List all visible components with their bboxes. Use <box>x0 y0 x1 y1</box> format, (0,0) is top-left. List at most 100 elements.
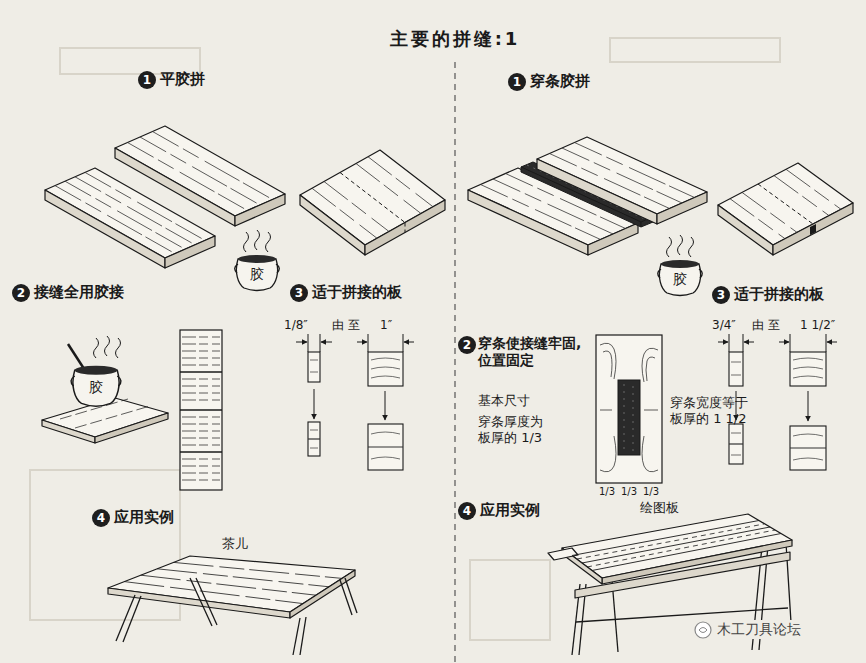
glue-pot: 胶 <box>232 250 282 292</box>
coffee-table <box>108 556 357 655</box>
spline-section <box>624 384 625 452</box>
glue-line <box>340 173 405 233</box>
glue-line <box>758 184 813 224</box>
coffee-table <box>108 556 355 612</box>
board <box>537 137 853 255</box>
spline-section <box>644 410 658 411</box>
glued-panel <box>182 473 220 474</box>
glued-panel <box>182 417 220 418</box>
pot-label: 胶 <box>89 379 103 396</box>
wood-grain <box>786 169 841 209</box>
dimension-lines <box>404 342 414 343</box>
board <box>115 148 235 226</box>
wood-grain <box>75 177 195 245</box>
drawing-board <box>592 534 781 571</box>
section-grain <box>729 443 743 444</box>
wood-grain <box>481 185 601 240</box>
section-grain <box>368 446 403 447</box>
spline-section <box>633 386 634 452</box>
wood-grain <box>562 148 682 203</box>
section-grain <box>731 433 741 434</box>
dimension-lines <box>779 342 789 343</box>
board <box>45 126 445 268</box>
board-section <box>308 352 320 382</box>
steam <box>266 232 271 252</box>
coffee-table <box>124 582 303 604</box>
dimension: 3/4″ <box>712 318 736 332</box>
steam <box>678 235 683 255</box>
board-section <box>308 422 320 456</box>
glued-panel <box>182 424 220 425</box>
wood-grain <box>140 137 260 205</box>
board-section <box>729 352 743 386</box>
section-grain <box>731 362 741 363</box>
steam <box>255 230 260 250</box>
glued-panel <box>180 451 222 452</box>
section-heading: 应用实例 <box>480 501 540 519</box>
board-section <box>790 352 826 386</box>
watermark-icon <box>695 622 711 638</box>
board <box>300 150 445 245</box>
coffee-table <box>196 578 217 625</box>
section-grain <box>371 432 400 459</box>
pot-body <box>659 264 700 296</box>
wood-grain <box>506 174 626 229</box>
board <box>45 190 165 268</box>
glued-panel <box>182 344 220 345</box>
part-name: 绘图板 <box>640 500 679 516</box>
section-heading: 应用实例 <box>114 508 174 526</box>
dimension-lines <box>808 391 809 421</box>
section-heading: 适于拼接的板 <box>734 285 824 303</box>
pot-label: 胶 <box>250 266 264 283</box>
steam <box>689 237 694 257</box>
small-board <box>95 413 168 443</box>
pot-rim <box>238 255 276 263</box>
glued-panel <box>182 459 220 460</box>
drawing-board <box>587 530 775 567</box>
board <box>537 159 657 224</box>
dimension-lines <box>321 342 332 343</box>
range-text: 由 至 <box>332 318 360 332</box>
dimension-lines <box>827 342 837 343</box>
dimension: 1/3 <box>618 486 640 498</box>
steam <box>667 237 672 257</box>
wood-grain <box>368 157 433 207</box>
glue-pot: 胶 <box>655 255 705 297</box>
wood-grain <box>481 143 842 240</box>
coffee-table <box>345 578 357 613</box>
callout-number: 3 <box>290 284 308 302</box>
wood-grain <box>550 154 670 209</box>
glued-panel <box>182 466 220 467</box>
glued-panel <box>182 379 220 380</box>
coffee-table <box>116 578 357 655</box>
callout-number: 1 <box>508 73 526 91</box>
spline-section <box>596 335 662 483</box>
diagram-title: 主要的拼缝:1 <box>330 28 580 50</box>
wood-grain <box>312 188 377 238</box>
coffee-table <box>141 575 316 595</box>
board-section <box>308 352 826 470</box>
section-heading: 适于拼接的板 <box>312 283 402 301</box>
board-section <box>729 424 743 464</box>
glue-pot: 胶 <box>68 360 124 408</box>
coffee-table <box>124 562 342 603</box>
callout-number: 4 <box>92 509 110 527</box>
dimension-lines <box>320 334 321 352</box>
section-grain <box>793 434 823 460</box>
spline-end <box>810 224 816 235</box>
steam <box>244 232 249 252</box>
coffee-table <box>290 570 355 618</box>
board <box>657 192 707 224</box>
coffee-table <box>174 562 342 578</box>
board <box>718 163 853 245</box>
note: 穿条厚度为板厚的 1/3 <box>478 414 546 445</box>
spline-section <box>600 343 658 472</box>
note: 穿条宽度等于板厚的 1 1/2 <box>670 395 754 426</box>
spline-section <box>596 335 662 483</box>
section-grain <box>731 375 741 376</box>
bleed-through <box>610 38 780 62</box>
section-heading: 接缝全用胶接 <box>34 283 124 301</box>
coffee-table <box>190 578 212 626</box>
steam <box>94 338 99 358</box>
